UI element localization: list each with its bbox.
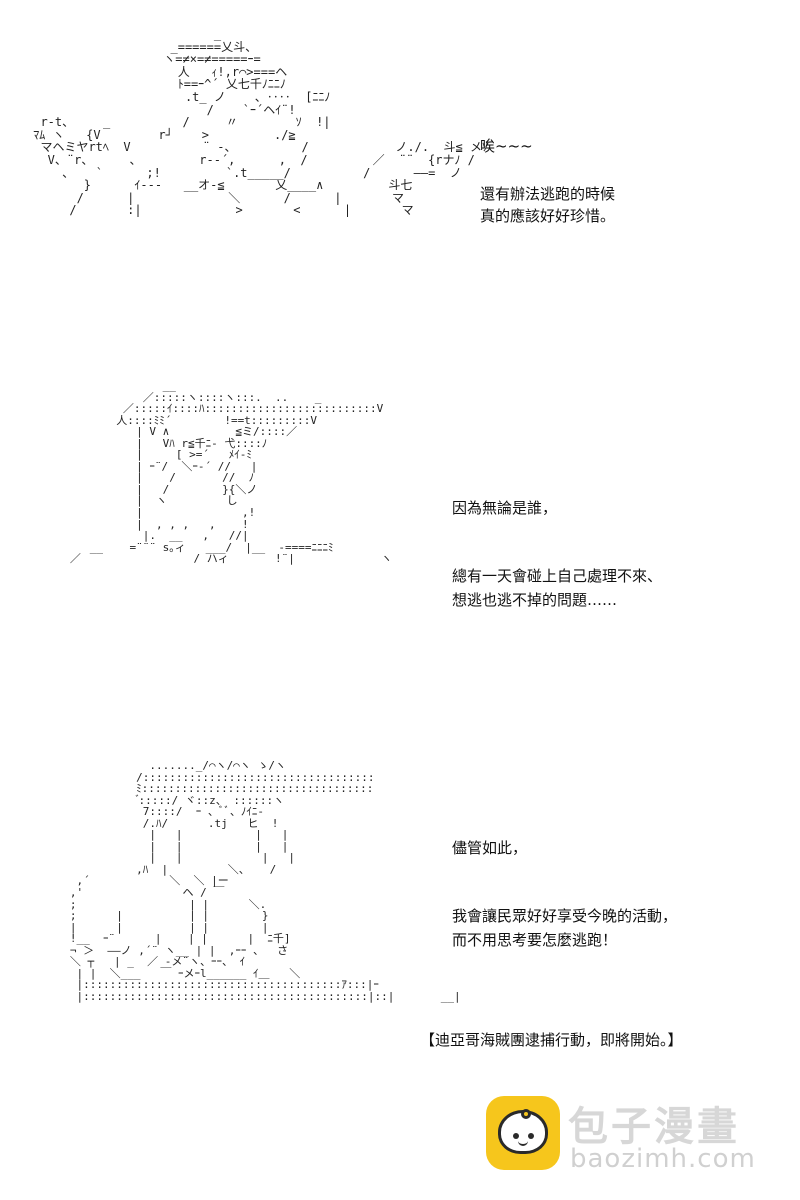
narration-line: 我會讓民眾好好享受今晚的活動， — [452, 907, 678, 925]
bun-logo-icon — [486, 1096, 560, 1170]
watermark: 包子漫畫 baozimh.com — [486, 1090, 786, 1180]
narration-line: 想逃也逃不掉的問題…… — [452, 591, 618, 609]
narration-line: 因為無論是誰， — [452, 499, 558, 517]
watermark-url: baozimh.com — [570, 1144, 756, 1174]
narration-line: 真的應該好好珍惜。 — [480, 207, 616, 225]
narration-line: 總有一天會碰上自己處理不來、 — [452, 567, 663, 585]
ascii-art-figure-1: _ _======乂斗、 ヽ=≠×=≠=====ｰ= 人 ｨ!,r⌒>===ヘ … — [33, 27, 489, 218]
narration-sigh: 唉~~~ — [480, 137, 533, 155]
narration-line: 儘管如此， — [452, 839, 528, 857]
narration-line: 而不用思考要怎麼逃跑！ — [452, 931, 618, 949]
ascii-art-figure-2: __ ／:::::ヽ::::ヽ:::. .. _ ／:::::ｲ::::ﾊ:::… — [69, 379, 393, 566]
ascii-art-figure-3: ......._/⌒ヽ/⌒ヽ ゝ/ヽ /::::::::::::::::::::… — [69, 759, 461, 1003]
narration-line: 還有辦法逃跑的時候 — [480, 185, 616, 203]
watermark-name: 包子漫畫 — [568, 1104, 740, 1150]
chapter-caption: 【迪亞哥海賊團逮捕行動，即將開始。】 — [420, 1031, 683, 1049]
